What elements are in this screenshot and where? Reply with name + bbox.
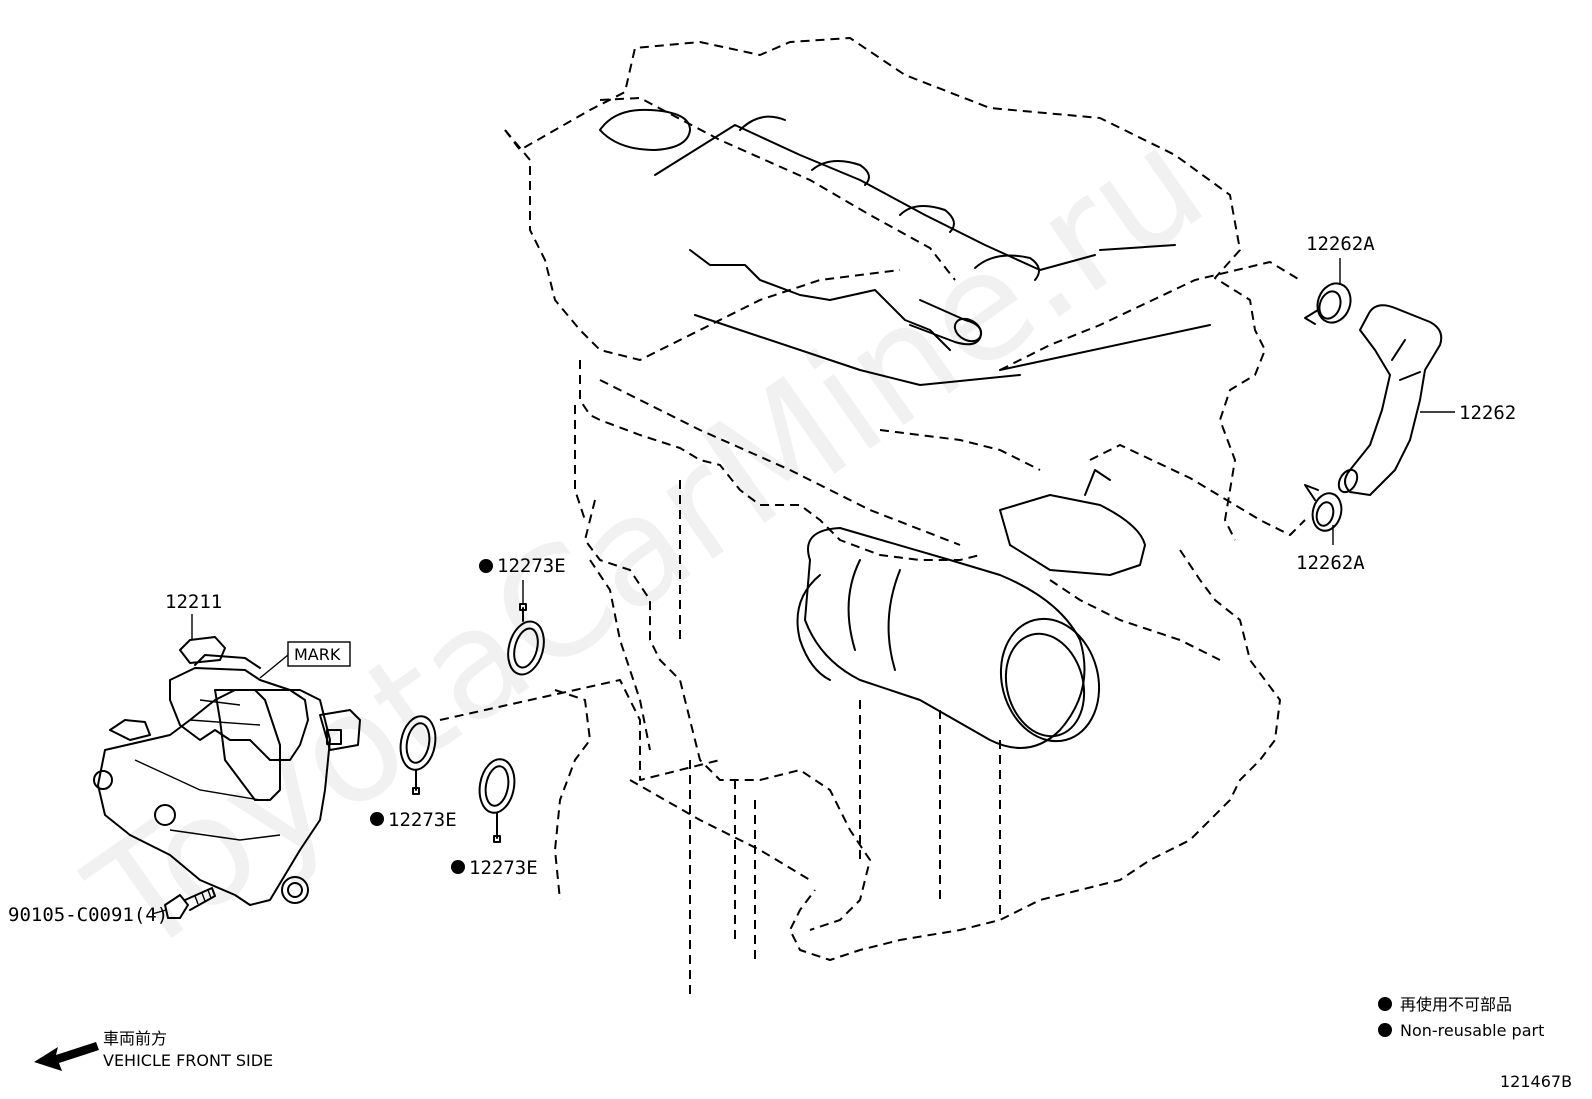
mark-label: MARK — [294, 645, 341, 664]
callout-12262A-upper: 12262A — [1306, 233, 1375, 255]
watermark-text: ToyotaCarMine.ru — [60, 95, 1234, 990]
clamp-lower — [1304, 484, 1343, 532]
direction-en: VEHICLE FRONT SIDE — [103, 1051, 273, 1070]
callout-12262: 12262 — [1459, 402, 1516, 424]
clamp-upper — [1304, 282, 1352, 325]
legend-en: Non-reusable part — [1400, 1021, 1544, 1040]
non-reusable-dot — [451, 860, 465, 874]
legend-dot-icon — [1378, 1023, 1392, 1037]
legend: 再使用不可部品 Non-reusable part — [1378, 995, 1544, 1040]
callout-12273E-bottom: 12273E — [469, 857, 538, 879]
callout-12262A-lower: 12262A — [1296, 552, 1365, 574]
callout-12273E-left: 12273E — [388, 809, 457, 831]
gasket-bottom — [478, 758, 516, 843]
non-reusable-dot — [370, 812, 384, 826]
legend-jp: 再使用不可部品 — [1400, 995, 1512, 1014]
non-reusable-dot — [479, 559, 493, 573]
gasket-left — [399, 715, 437, 795]
callout-12273E-top: 12273E — [497, 555, 566, 577]
callout-12211: 12211 — [165, 591, 222, 613]
gasket-top — [507, 603, 545, 676]
vehicle-front-indicator: 車両前方 VEHICLE FRONT SIDE — [34, 1029, 273, 1071]
oil-separator — [93, 636, 361, 906]
legend-dot-icon — [1378, 997, 1392, 1011]
diagram-id: 121467B — [1500, 1072, 1572, 1091]
direction-jp: 車両前方 — [103, 1029, 167, 1048]
callout-bolt: 90105-C0091(4) — [8, 904, 168, 926]
mark-box — [287, 641, 351, 667]
pcv-hose — [1337, 304, 1443, 496]
bolt — [164, 887, 216, 919]
engine-outline — [439, 37, 1306, 1000]
front-arrow-icon — [34, 1042, 99, 1071]
